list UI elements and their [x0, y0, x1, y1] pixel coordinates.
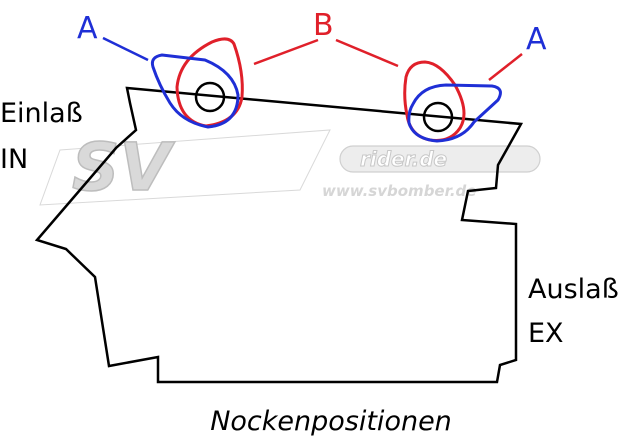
cam-lobe-right-position-b [403, 60, 466, 142]
watermark: SV rider.de www.svbomber.de [39, 128, 541, 207]
intake-label-short: IN [0, 144, 28, 175]
exhaust-label-short: EX [528, 318, 564, 349]
watermark-logo: SV [39, 128, 331, 207]
leader-line-b [253, 38, 399, 68]
cam-lobe-right-position-a [407, 83, 502, 143]
leader-line-a-right [488, 53, 523, 81]
watermark-tag: rider.de [339, 145, 541, 173]
leader-line-a-left [102, 36, 149, 62]
label-b: B [313, 8, 334, 43]
label-a-right: A [526, 22, 547, 57]
diagram-caption: Nockenpositionen [210, 406, 452, 437]
exhaust-label: Auslaß [528, 274, 619, 305]
label-a-left: A [77, 11, 98, 46]
camshaft-right [422, 101, 454, 133]
cylinder-head-outline [34, 86, 524, 384]
intake-label: Einlaß [0, 98, 83, 129]
cam-lobe-left-position-a [150, 53, 240, 129]
watermark-url-text: www.svbomber.de [322, 182, 476, 200]
watermark-tag-text: rider.de [360, 147, 447, 171]
camshaft-left [194, 81, 226, 113]
